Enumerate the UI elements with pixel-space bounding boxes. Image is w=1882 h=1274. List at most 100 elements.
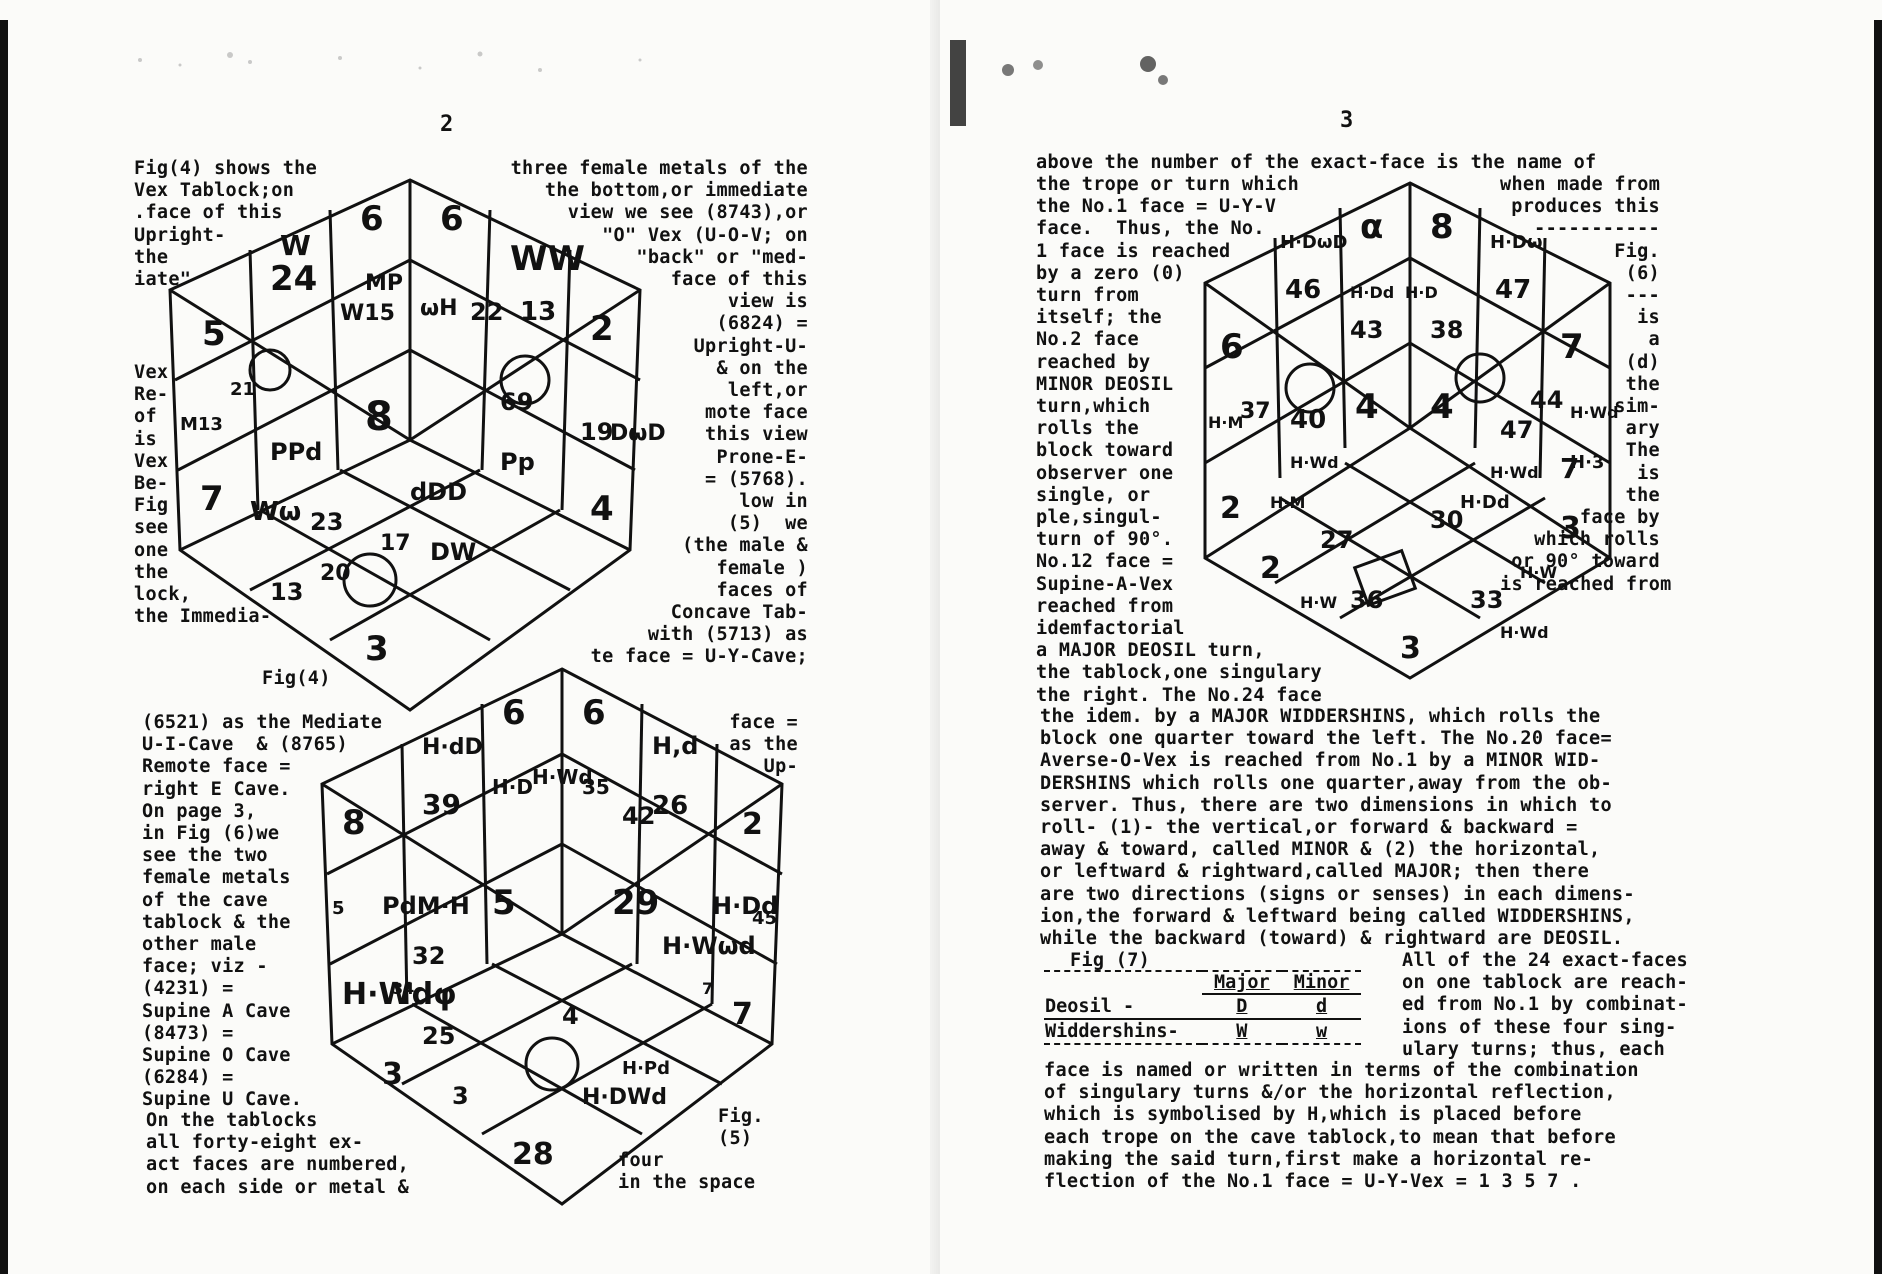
fig4-cell: 7 — [200, 479, 224, 519]
text-line: tablock & the — [142, 911, 291, 933]
fig5-cell: 35 — [582, 775, 610, 799]
fig6-cell: 7 — [1560, 327, 1584, 367]
fig4-cell: 17 — [380, 531, 411, 556]
text-line: of singulary turns &/or the horizontal r… — [1044, 1082, 1616, 1104]
fig4-cell: dDD — [410, 478, 467, 506]
fig4-cell: 6 — [360, 199, 384, 239]
fig6-cell: 3 — [1560, 511, 1581, 546]
text-line: face. Thus, the No. — [1036, 218, 1265, 240]
fig5-cell: H,d — [652, 732, 698, 760]
text-line: turn,which — [1036, 396, 1151, 418]
fig6-cell: H·M — [1270, 493, 1305, 512]
text-line: face; viz - — [142, 956, 268, 978]
text-line: as the — [729, 734, 798, 756]
text-line: the bottom,or immediate — [544, 180, 808, 202]
fig4-cell: DωD — [610, 421, 666, 446]
text-line: the right. The No.24 face — [1036, 684, 1322, 706]
fig5-cell: 5 — [332, 898, 345, 919]
fig6-cell: α — [1360, 207, 1383, 247]
fig4-cell: 6 — [440, 199, 464, 239]
text-line: when made from — [1500, 174, 1661, 195]
text-line: each trope on the cave tablock,to mean t… — [1044, 1126, 1616, 1148]
fig6-cell: 2 — [1260, 551, 1281, 586]
text-line: reached from — [1036, 595, 1174, 617]
text-line: the No.1 face = U-Y-V — [1036, 196, 1277, 218]
fig6-cell: H·M — [1208, 413, 1243, 432]
fig5-cell: 3 — [452, 1082, 469, 1110]
table-cell: d — [1281, 994, 1362, 1020]
table-cell: Widdershins- — [1044, 1019, 1202, 1045]
text-line: view is — [727, 291, 808, 313]
fig5-cell: 39 — [422, 788, 461, 821]
text-line: Supine U Cave. — [142, 1089, 303, 1111]
fig5-cell: 6 — [582, 693, 606, 733]
fig5-cell: 34 — [392, 979, 414, 998]
fig4-cell: 13 — [520, 297, 556, 327]
fig6-cell: H·Dω — [1490, 232, 1543, 253]
fig6-cell: 38 — [1430, 316, 1463, 344]
text-line: ulary turns; thus, each — [1402, 1038, 1666, 1060]
text-line: block toward — [1036, 440, 1174, 462]
text-line: flection of the No.1 face = U-Y-Vex = 1 … — [1044, 1171, 1582, 1193]
text-line: On the tablocks — [146, 1110, 318, 1131]
text-line: Fig. — [1614, 240, 1660, 262]
text-line: Vex — [134, 450, 169, 472]
text-line: female metals — [142, 867, 291, 889]
text-line: (5) we — [727, 513, 808, 535]
fig5-cell: 7 — [702, 979, 713, 998]
fig6-cell: 46 — [1285, 275, 1321, 305]
fig5-cube-diagram: H·dD 6 6 H,d 8 39 26 2 H·D H·Wd 35 42 Pd… — [320, 667, 784, 1206]
text-line: ion,the forward & leftward being called … — [1040, 905, 1635, 927]
fig5-cell: 5 — [492, 883, 516, 923]
text-line: face of this — [670, 269, 808, 291]
text-line: left,or — [727, 380, 808, 402]
fig5-cell: H·Wdφ — [342, 977, 457, 1012]
fig5-cell: 26 — [652, 791, 688, 821]
fig5-cell: H·Wωd — [662, 932, 756, 960]
text-line: ed from No.1 by combinat- — [1402, 994, 1688, 1016]
page-edge-shadow — [1874, 20, 1882, 1274]
text-line: Averse-O-Vex is reached from No.1 by a M… — [1040, 750, 1601, 772]
fig4-label: Fig(4) — [262, 668, 331, 689]
text-line: (6284) = — [142, 1067, 234, 1089]
text-line: 1 face is reached — [1036, 240, 1231, 262]
text-line: making the said turn,first make a horizo… — [1044, 1148, 1594, 1170]
text-line: see — [134, 517, 169, 539]
text-line: four — [618, 1150, 664, 1171]
text-line: On page 3, — [142, 800, 257, 822]
text-line: Prone-E- — [716, 446, 808, 468]
fig5-cell: 25 — [422, 1022, 455, 1050]
text-line: on each side or metal & — [146, 1176, 410, 1198]
fig6-cell: 47 — [1495, 275, 1531, 305]
text-line: in the space — [618, 1172, 756, 1194]
text-line: itself; the — [1036, 307, 1162, 329]
fig5-cell: H·D — [492, 775, 533, 799]
text-line: ple,singul- — [1036, 507, 1162, 529]
table-cell: D — [1202, 994, 1282, 1020]
text-line: is — [134, 428, 157, 450]
fig4-cell: 3 — [365, 629, 389, 669]
fig4-cell: W15 — [340, 301, 395, 326]
text-line: ions of these four sing- — [1402, 1016, 1677, 1038]
fig5-cell: 3 — [382, 1057, 403, 1092]
fig5-cell: 8 — [342, 803, 366, 843]
fig6-cell: 7 — [1560, 452, 1579, 485]
text-line: faces of — [716, 579, 808, 601]
text-line: the — [134, 246, 169, 268]
text-line: (8473) = — [142, 1022, 234, 1044]
text-line: --- — [1625, 285, 1660, 307]
text-line: the tablock,one singulary — [1036, 662, 1322, 684]
fig4-cell: Pp — [500, 448, 535, 476]
text-line: (4231) = — [142, 978, 234, 1000]
fig5-cell: 7 — [732, 997, 753, 1032]
fig6-cell: H·Dd — [1460, 492, 1510, 513]
text-line: server. Thus, there are two dimensions i… — [1040, 794, 1612, 816]
text-line: is — [1637, 462, 1660, 484]
fig6-cell: 3 — [1400, 631, 1421, 666]
text-line: DERSHINS which rolls one quarter,away fr… — [1040, 772, 1612, 794]
table-row: Deosil - D d — [1044, 994, 1362, 1020]
text-line: Vex — [134, 362, 169, 383]
